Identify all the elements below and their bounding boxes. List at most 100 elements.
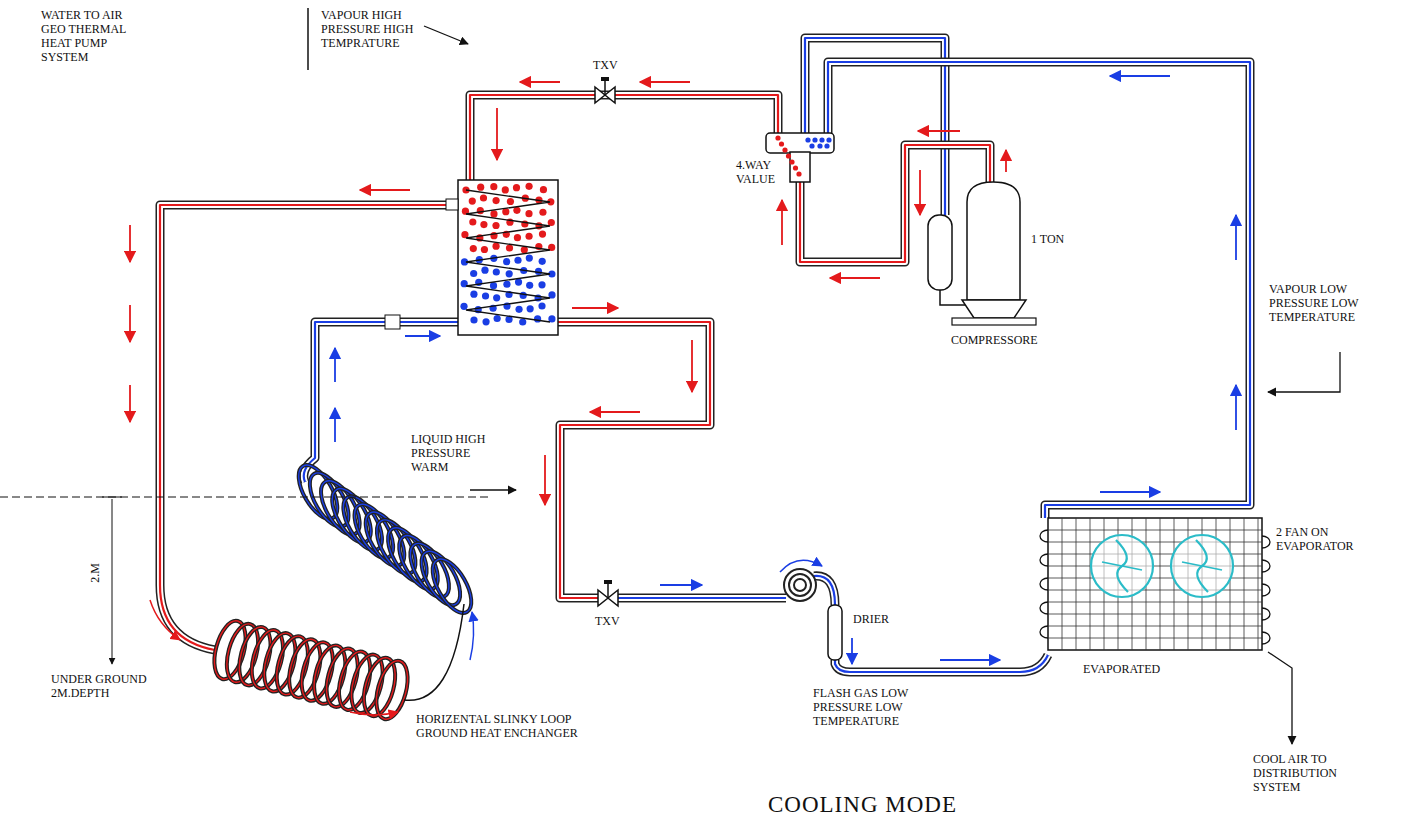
slinky-loop (414, 545, 468, 611)
slinky-loop-flow (414, 545, 468, 611)
txv-body (595, 87, 605, 103)
refrigerant-dot (482, 292, 489, 299)
slinky-loop (425, 553, 479, 619)
valve-dot (775, 135, 780, 140)
txv-stem (607, 584, 609, 598)
valve-dot (789, 159, 794, 164)
refrigerant-dot (503, 258, 510, 265)
pipe-bore (558, 322, 710, 598)
refrigerant-dot (490, 282, 497, 289)
capillary-spiral (784, 569, 816, 601)
fan-blade (1102, 562, 1142, 570)
pipe-wall (800, 145, 990, 262)
flow-arrow (129, 385, 131, 422)
evaporator-fin (1090, 518, 1091, 650)
flow-arrow (918, 130, 960, 132)
evaporator-coil (1048, 518, 1262, 650)
label: FLASH GAS LOW PRESSURE LOW TEMPERATURE (812, 686, 939, 728)
pipe-bore (828, 62, 1250, 518)
refrigerant-dot (480, 194, 487, 201)
flow-arrow (150, 600, 180, 640)
pipe-wall (470, 95, 778, 180)
refrigerant-dot (548, 219, 555, 226)
valve-dot (826, 137, 831, 142)
valve-dot (786, 153, 791, 158)
txv-stem (604, 81, 606, 95)
refrigerant-dot (506, 244, 513, 251)
divider-line (307, 8, 309, 70)
txv-body (605, 87, 615, 103)
refrigerant-dot (470, 270, 477, 277)
tank-fitting (446, 199, 458, 210)
refrigerant-dot (538, 302, 545, 309)
refrigerant-dot (525, 233, 532, 240)
return-bend (1262, 632, 1270, 644)
label: EVAPORATED (1082, 662, 1161, 676)
refrigerant-flow (618, 597, 786, 599)
flow-arrow (640, 81, 690, 83)
slinky-loop-flow (403, 537, 457, 603)
refrigerant-flow (835, 655, 1048, 672)
fan (1171, 535, 1233, 597)
refrigerant-dot (490, 210, 497, 217)
accumulator (928, 215, 952, 290)
txv-cap (601, 77, 609, 81)
ground-level-line (0, 497, 490, 498)
refrigerant-dot (526, 282, 533, 289)
evaporator-fin (1062, 518, 1063, 650)
evaporator-tube (1048, 530, 1262, 531)
valve-dot (812, 137, 817, 142)
flow-arrow (1235, 215, 1237, 260)
refrigerant-dot (534, 315, 541, 322)
return-bend (1262, 608, 1270, 620)
refrigerant-flow (828, 62, 1250, 518)
refrigerant-flow (470, 95, 778, 180)
pipe-bore (835, 655, 1048, 672)
refrigerant-dot (539, 258, 546, 265)
refrigerant-dot (515, 306, 522, 313)
label: VAPOUR LOW PRESSURE LOW TEMPERATURE (1268, 282, 1375, 324)
label: VAPOUR HIGH PRESSURE HIGH TEMPRATURE (320, 8, 422, 50)
return-bend (1040, 554, 1048, 566)
refrigerant-dot (470, 291, 477, 298)
flow-arrow (334, 408, 336, 442)
refrigerant-dot (481, 246, 488, 253)
pipe-bore (160, 205, 450, 650)
refrigerant-dot (493, 268, 500, 275)
drier (828, 605, 842, 660)
four-way-valve-stem (790, 152, 810, 182)
txv-body (608, 590, 618, 606)
refrigerant-dot (482, 318, 489, 325)
return-bend (1040, 530, 1048, 542)
flow-arrow (360, 189, 410, 191)
evaporator-fin (1160, 518, 1161, 650)
pipe-wall (835, 655, 1048, 672)
refrigerant-flow (800, 145, 990, 262)
heat-exchanger-tank (458, 180, 558, 335)
flow-arrow (350, 712, 398, 715)
label: LIQUID HIGH PRESSURE WARM (410, 432, 507, 474)
compressor-base (962, 300, 1026, 318)
flow-arrow (781, 200, 783, 245)
refrigerant-dot (477, 207, 484, 214)
fan-blade (1182, 562, 1222, 570)
fan (1091, 535, 1153, 597)
valve-dot (779, 141, 784, 146)
flow-arrow (520, 81, 560, 83)
evaporator-fin (1230, 518, 1231, 650)
valve-dot (782, 147, 787, 152)
evaporator-tube (1048, 614, 1262, 615)
depth-dimension (112, 499, 113, 664)
valve-dot (809, 143, 814, 148)
flow-arrow (334, 348, 336, 382)
refrigerant-dot (525, 210, 532, 217)
valve-dot (824, 143, 829, 148)
evaporator-fin (1076, 518, 1077, 650)
refrigerant-dot (492, 222, 499, 229)
refrigerant-dot (525, 183, 532, 190)
flow-arrow (590, 411, 640, 413)
flow-arrow (1110, 75, 1170, 77)
refrigerant-flow (160, 205, 450, 650)
leader-arrow (1268, 652, 1292, 744)
